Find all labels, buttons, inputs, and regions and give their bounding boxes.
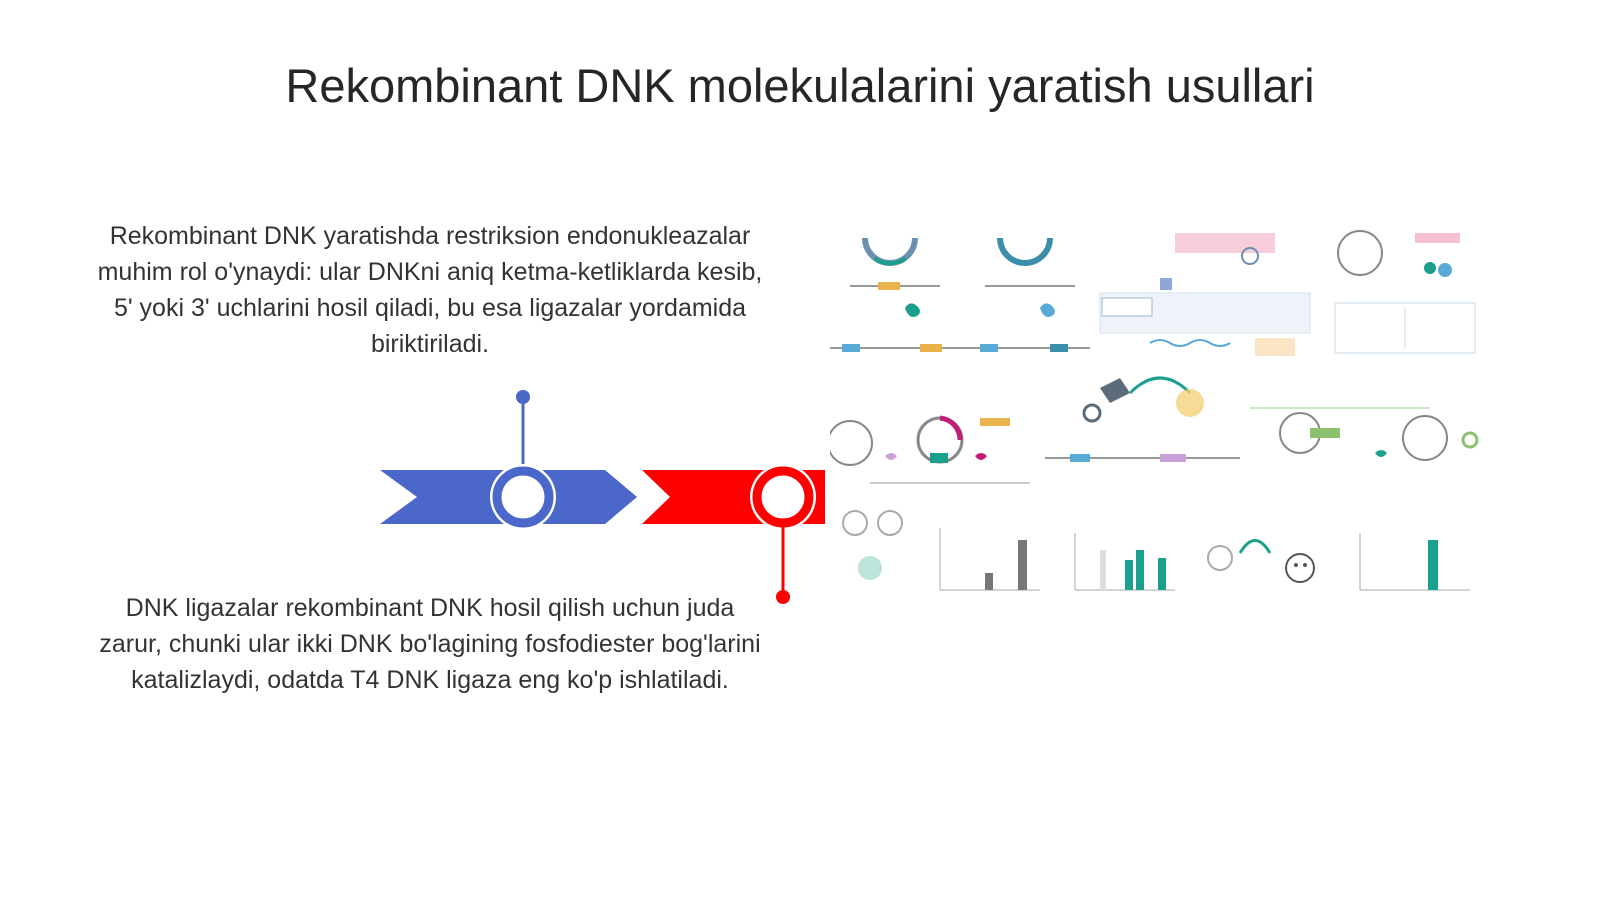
panel-middle-center [1045,376,1240,462]
scientific-figure-icon [830,228,1490,608]
panel-middle-right [1250,407,1479,461]
timeline-graphic [380,390,825,604]
panel-middle-left [830,415,1030,484]
slide-title: Rekombinant DNK molekulalarini yaratish … [285,59,1315,112]
timeline-node-icon [490,464,556,530]
panel-plasmid-middle [960,237,1090,352]
panel-pink-cell [1099,233,1311,356]
text-block-restriction: Rekombinant DNK yaratishda restriksion e… [97,222,763,358]
panel-bottom-charts [842,510,1470,591]
text-block-ligase: DNK ligazalar rekombinant DNK hosil qili… [99,594,761,694]
panel-top-right [1334,230,1476,354]
panel-plasmid-left [830,237,970,352]
timeline-dot-top [516,390,530,404]
timeline-dot-bottom [776,590,790,604]
timeline-node-icon [750,464,816,530]
